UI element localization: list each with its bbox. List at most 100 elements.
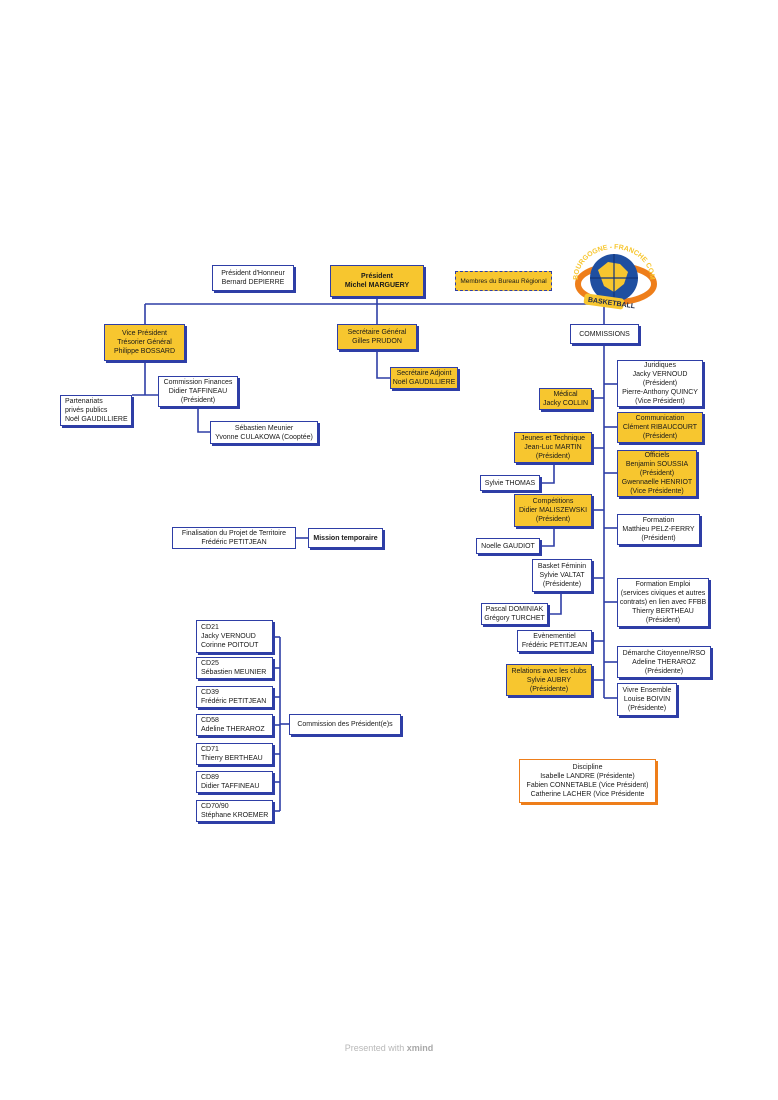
jeunes-technique-node[interactable]: Jeunes et Technique Jean-Luc MARTIN (Pré… — [514, 432, 592, 463]
vivre-title: Vivre Ensemble — [622, 687, 672, 694]
footer-prefix: Presented with — [344, 1043, 405, 1053]
cd-code: CD71 — [201, 746, 219, 753]
partnerships-title: Partenariats — [65, 398, 103, 405]
president-node[interactable]: Président Michel MARGUERY — [330, 265, 424, 297]
secretary-general-node[interactable]: Secrétaire Général Gilles PRUDON — [337, 324, 417, 350]
officiels-vice: Gwennaelle HENRIOT — [621, 479, 693, 486]
discipline-vice-1: Fabien CONNETABLE (Vice Président) — [526, 782, 649, 789]
footer-brand: xmind — [406, 1043, 434, 1053]
basket-feminin-title: Basket Féminin — [537, 563, 587, 570]
mission-temporaire-node[interactable]: Mission temporaire — [308, 528, 383, 548]
cd25-node[interactable]: CD25 Sébastien MEUNIER — [196, 657, 273, 679]
cd-member: Didier TAFFINEAU — [201, 783, 260, 790]
presidents-commission-label: Commission des Président(e)s — [297, 721, 393, 728]
honorary-president-node[interactable]: Président d'Honneur Bernard DEPIERRE — [212, 265, 294, 291]
cd21-node[interactable]: CD21 Jacky VERNOUD Corinne POITOUT — [196, 620, 273, 653]
cd-member: Frédéric PETITJEAN — [201, 698, 267, 705]
basket-feminin-node[interactable]: Basket Féminin Sylvie VALTAT (Présidente… — [532, 559, 592, 592]
formation-emploi-name: Thierry BERTHEAU — [632, 608, 694, 615]
jeunes-name: Jean-Luc MARTIN — [524, 444, 582, 451]
feminin-member-1: Pascal DOMINIAK — [485, 606, 544, 613]
adjoint-title: Secrétaire Adjoint — [396, 370, 452, 377]
honorary-name: Bernard DEPIERRE — [221, 279, 285, 286]
communication-title: Communication — [635, 415, 685, 422]
vivre-role: (Présidente) — [627, 705, 667, 712]
demarche-citoyenne-node[interactable]: Démarche Citoyenne/RSO Adeline THERAROZ … — [617, 646, 711, 678]
relations-role: (Présidente) — [529, 685, 569, 693]
cd-code: CD70/90 — [201, 803, 229, 810]
noelle-gaudiot-node[interactable]: Noelle GAUDIOT — [476, 538, 540, 554]
mission-task-title: Finalisation du Projet de Territoire — [181, 530, 287, 537]
jeunes-title: Jeunes et Technique — [520, 435, 586, 442]
formation-emploi-desc: contrats) en lien avec FFBB — [619, 599, 707, 606]
mission-task-name: Frédéric PETITJEAN — [201, 539, 267, 546]
cd58-node[interactable]: CD58 Adeline THERAROZ — [196, 714, 273, 736]
officiels-node[interactable]: Officiels Benjamin SOUSSIA (Président) G… — [617, 450, 697, 497]
officiels-title: Officiels — [644, 452, 670, 459]
secretary-title: Secrétaire Général — [347, 329, 407, 336]
communication-node[interactable]: Communication Clément RIBAUCOURT (Présid… — [617, 412, 703, 443]
juridiques-title: Juridiques — [644, 362, 676, 369]
formation-emploi-node[interactable]: Formation Emploi (services civiques et a… — [617, 578, 709, 627]
discipline-president: Isabelle LANDRE (Présidente) — [540, 773, 635, 780]
cd70-90-node[interactable]: CD70/90 Stéphane KROEMER — [196, 800, 273, 822]
discipline-vice-2: Catherine LACHER (Vice Présidente — [530, 791, 645, 798]
juridiques-president: Jacky VERNOUD — [632, 371, 688, 378]
vivre-ensemble-node[interactable]: Vivre Ensemble Louise BOIVIN (Présidente… — [617, 683, 677, 716]
feminin-members-node[interactable]: Pascal DOMINIAK Grégory TURCHET — [481, 603, 548, 625]
partnerships-node[interactable]: Partenariats privés publics Noël GAUDILL… — [60, 395, 132, 426]
president-name: Michel MARGUERY — [344, 282, 410, 289]
officiels-president: Benjamin SOUSSIA — [625, 461, 689, 468]
vp-title: Vice Président — [121, 330, 167, 337]
finance-member-1: Sébastien Meunier — [234, 424, 294, 432]
commissions-node[interactable]: COMMISSIONS — [570, 324, 639, 344]
demarche-title: Démarche Citoyenne/RSO — [622, 649, 706, 657]
juridiques-role: (Président) — [642, 380, 678, 387]
cd-member: Corinne POITOUT — [201, 642, 259, 649]
competitions-node[interactable]: Compétitions Didier MALISZEWSKI (Préside… — [514, 494, 592, 527]
mission-task-node[interactable]: Finalisation du Projet de Territoire Fré… — [172, 527, 296, 549]
formation-role: (Président) — [641, 535, 676, 542]
formation-node[interactable]: Formation Matthieu PELZ-FERRY (Président… — [617, 514, 700, 545]
partnerships-subtitle: privés publics — [65, 407, 108, 414]
juridiques-vice: Pierre-Anthony QUINCY — [622, 389, 698, 396]
cd-member: Stéphane KROEMER — [201, 812, 269, 819]
finances-role: (Président) — [180, 397, 216, 404]
demarche-name: Adeline THERAROZ — [632, 658, 696, 666]
cd-member: Adeline THERAROZ — [201, 726, 265, 733]
competitions-role: (Président) — [535, 516, 571, 523]
presidents-commission-node[interactable]: Commission des Président(e)s — [289, 714, 401, 735]
relations-clubs-node[interactable]: Relations avec les clubs Sylvie AUBRY (P… — [506, 664, 592, 696]
officiels-vice-role: (Vice Présidente) — [630, 488, 684, 495]
cd-code: CD58 — [201, 717, 219, 724]
cd39-node[interactable]: CD39 Frédéric PETITJEAN — [196, 686, 273, 708]
finances-commission-node[interactable]: Commission Finances Didier TAFFINEAU (Pr… — [158, 376, 238, 407]
bureau-legend-node: Membres du Bureau Régional — [455, 271, 552, 291]
medical-title: Médical — [553, 391, 578, 398]
sylvie-thomas-node[interactable]: Sylvie THOMAS — [480, 475, 540, 491]
secretary-adjoint-node[interactable]: Secrétaire Adjoint Noël GAUDILLIERE — [390, 367, 458, 389]
discipline-title: Discipline — [572, 764, 603, 771]
bureau-legend-label: Membres du Bureau Régional — [460, 277, 547, 285]
vice-president-node[interactable]: Vice Président Trésorier Général Philipp… — [104, 324, 185, 361]
cd89-node[interactable]: CD89 Didier TAFFINEAU — [196, 771, 273, 793]
discipline-node[interactable]: Discipline Isabelle LANDRE (Présidente) … — [519, 759, 656, 803]
medical-name: Jacky COLLIN — [542, 400, 589, 407]
juridiques-node[interactable]: Juridiques Jacky VERNOUD (Président) Pie… — [617, 360, 703, 407]
vivre-name: Louise BOIVIN — [623, 696, 671, 703]
noelle-label: Noelle GAUDIOT — [481, 542, 535, 550]
formation-emploi-title: Formation Emploi — [635, 581, 691, 588]
honorary-title: Président d'Honneur — [221, 270, 285, 277]
finance-members-node[interactable]: Sébastien Meunier Yvonne CULAKOWA (Coopt… — [210, 421, 318, 444]
formation-emploi-role: (Président) — [645, 617, 681, 624]
formation-emploi-desc: (services civiques et autres — [620, 590, 706, 597]
evenementiel-node[interactable]: Evènementiel Frédéric PETITJEAN — [517, 630, 592, 652]
formation-title: Formation — [642, 517, 675, 524]
evenementiel-name: Frédéric PETITJEAN — [521, 642, 588, 649]
cd-member: Jacky VERNOUD — [201, 633, 256, 640]
medical-node[interactable]: Médical Jacky COLLIN — [539, 388, 592, 410]
cd-member: Thierry BERTHEAU — [201, 755, 263, 762]
cd71-node[interactable]: CD71 Thierry BERTHEAU — [196, 743, 273, 765]
jeunes-role: (Président) — [535, 453, 571, 460]
